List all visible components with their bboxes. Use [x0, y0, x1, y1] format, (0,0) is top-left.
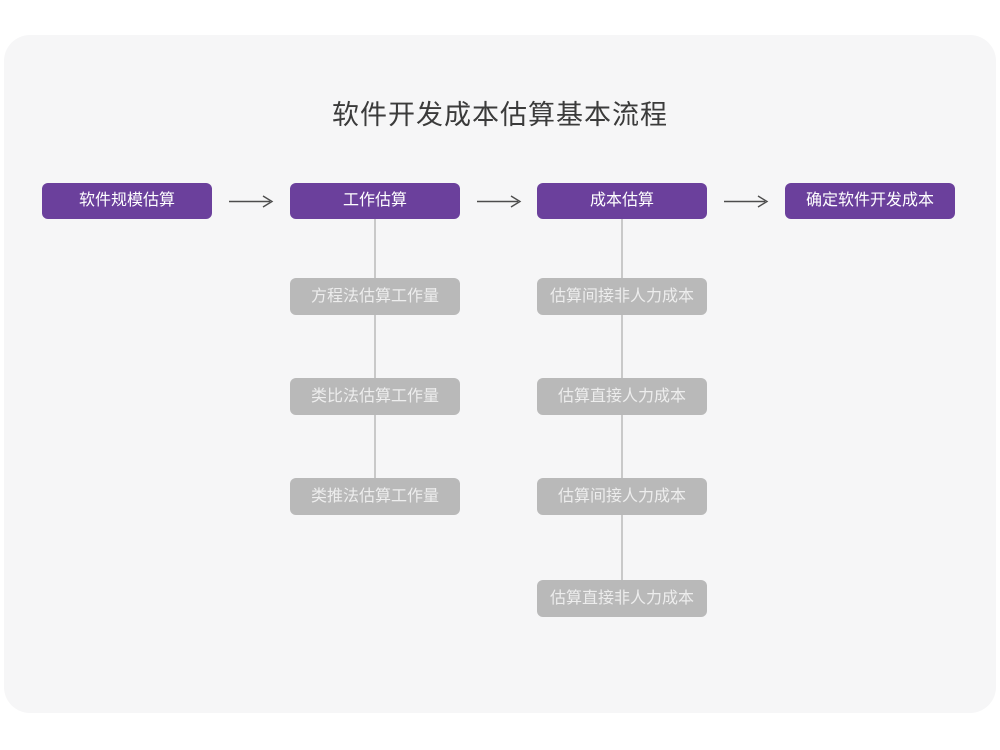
substep-equation-method-workload: 方程法估算工作量 — [290, 278, 460, 315]
step-determine-development-cost: 确定软件开发成本 — [785, 183, 955, 219]
substep-indirect-labor-cost: 估算间接人力成本 — [537, 478, 707, 515]
substep-indirect-nonlabor-cost: 估算间接非人力成本 — [537, 278, 707, 315]
flowchart-card: 软件开发成本估算基本流程 软件规模估算 工作估算 成本估算 确定软件开发成本 方… — [4, 35, 996, 713]
substep-analogy-method-workload: 类比法估算工作量 — [290, 378, 460, 415]
arrow-right-icon — [724, 195, 769, 208]
step-software-scale-estimation: 软件规模估算 — [42, 183, 212, 219]
step-work-estimation: 工作估算 — [290, 183, 460, 219]
substep-direct-nonlabor-cost: 估算直接非人力成本 — [537, 580, 707, 617]
arrow-right-icon — [477, 195, 522, 208]
page-title: 软件开发成本估算基本流程 — [332, 100, 668, 130]
substep-extrapolation-method-workload: 类推法估算工作量 — [290, 478, 460, 515]
step-cost-estimation: 成本估算 — [537, 183, 707, 219]
substep-direct-labor-cost: 估算直接人力成本 — [537, 378, 707, 415]
arrow-right-icon — [229, 195, 274, 208]
connector-work-substeps — [374, 219, 376, 478]
